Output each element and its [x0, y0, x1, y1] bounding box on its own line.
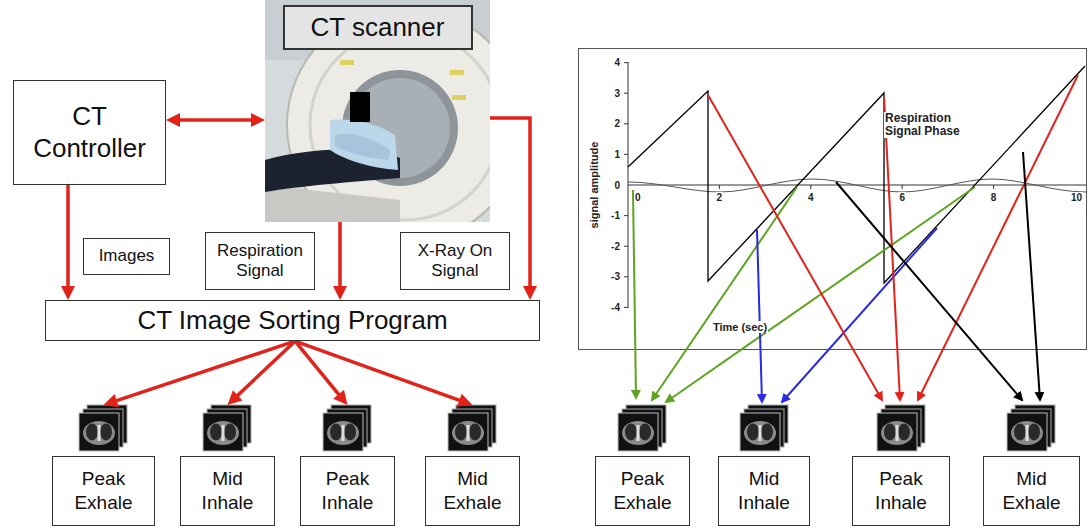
- node-text: Peak Exhale: [52, 456, 155, 526]
- legend-note: Respiration Signal Phase: [884, 112, 978, 138]
- arrow-head: [333, 286, 347, 300]
- connector-line: [66, 185, 70, 290]
- axis-tick: 4: [807, 192, 815, 203]
- axis-tick: 0: [634, 192, 642, 203]
- phase-box: Mid Exhale: [983, 405, 1080, 526]
- red-arrow: [295, 341, 473, 407]
- node-text: Peak Inhale: [852, 456, 950, 526]
- scanner-photo: [265, 0, 490, 222]
- axis-tick: Time (sec): [712, 321, 768, 333]
- signal-label: Images: [83, 238, 170, 275]
- arrow-head: [61, 286, 75, 300]
- axis-tick: 2: [613, 118, 621, 129]
- red-arrow: [61, 185, 75, 300]
- red-arrow: [104, 341, 296, 407]
- axis-tick: 0: [613, 180, 621, 191]
- connector-line: [176, 118, 255, 122]
- phase-box: Peak Inhale: [852, 405, 950, 526]
- signal-label: X-Ray On Signal: [400, 232, 510, 290]
- red-arrow: [228, 341, 296, 405]
- phase-box: Mid Inhale: [180, 405, 275, 526]
- axis-tick: 1: [613, 149, 621, 160]
- process-box: CT Image Sorting Program: [45, 300, 540, 341]
- arrow-head: [104, 394, 119, 407]
- arrow-head: [457, 394, 473, 407]
- arrow-head: [523, 286, 537, 300]
- respiration-chart: [579, 49, 1087, 350]
- scanner-box: CT scanner: [265, 0, 490, 222]
- arrow-head: [228, 390, 243, 405]
- node-text: Peak Inhale: [300, 456, 395, 526]
- axis-tick: -1: [610, 210, 621, 221]
- connector-line: [295, 341, 463, 401]
- connector-line: [113, 341, 295, 402]
- axis-tick: 2: [716, 192, 724, 203]
- node-text: Mid Exhale: [425, 456, 520, 526]
- phase-box: Mid Inhale: [718, 405, 810, 526]
- red-arrow: [166, 113, 265, 127]
- phase-box: Peak Exhale: [595, 405, 690, 526]
- phase-arrows: [633, 75, 1078, 402]
- node-text: Peak Exhale: [595, 456, 690, 526]
- axis-tick: 8: [990, 192, 998, 203]
- node-text: Mid Exhale: [983, 456, 1080, 526]
- axis-tick: 6: [898, 192, 906, 203]
- phase-box: Peak Exhale: [52, 405, 155, 526]
- phase-box: Peak Inhale: [300, 405, 395, 526]
- connector-line: [235, 341, 295, 398]
- axis-tick: -3: [610, 271, 621, 282]
- node-text: CT Controller: [14, 97, 165, 167]
- node-text: CT Image Sorting Program: [127, 301, 457, 340]
- node-text: CT scanner: [283, 5, 473, 50]
- axis-title: signal amplitude: [588, 141, 600, 230]
- arrow-head: [166, 113, 180, 127]
- red-arrow: [333, 222, 347, 300]
- signal-label: Respiration Signal: [205, 232, 315, 290]
- node-text: Mid Inhale: [718, 456, 810, 526]
- phase-box: Mid Exhale: [425, 405, 520, 526]
- controller-box: CT Controller: [13, 80, 166, 185]
- axis-tick: -2: [610, 241, 621, 252]
- axis-tick: 4: [613, 57, 621, 68]
- node-text: Mid Inhale: [180, 456, 275, 526]
- ct-image-stacks: [79, 405, 1055, 451]
- arrow-head: [251, 113, 265, 127]
- arrow-head: [333, 390, 347, 405]
- axis-tick: -4: [610, 302, 621, 313]
- connector-line: [338, 222, 342, 290]
- axis-tick: 3: [613, 88, 621, 99]
- axis-tick: 10: [1070, 192, 1083, 203]
